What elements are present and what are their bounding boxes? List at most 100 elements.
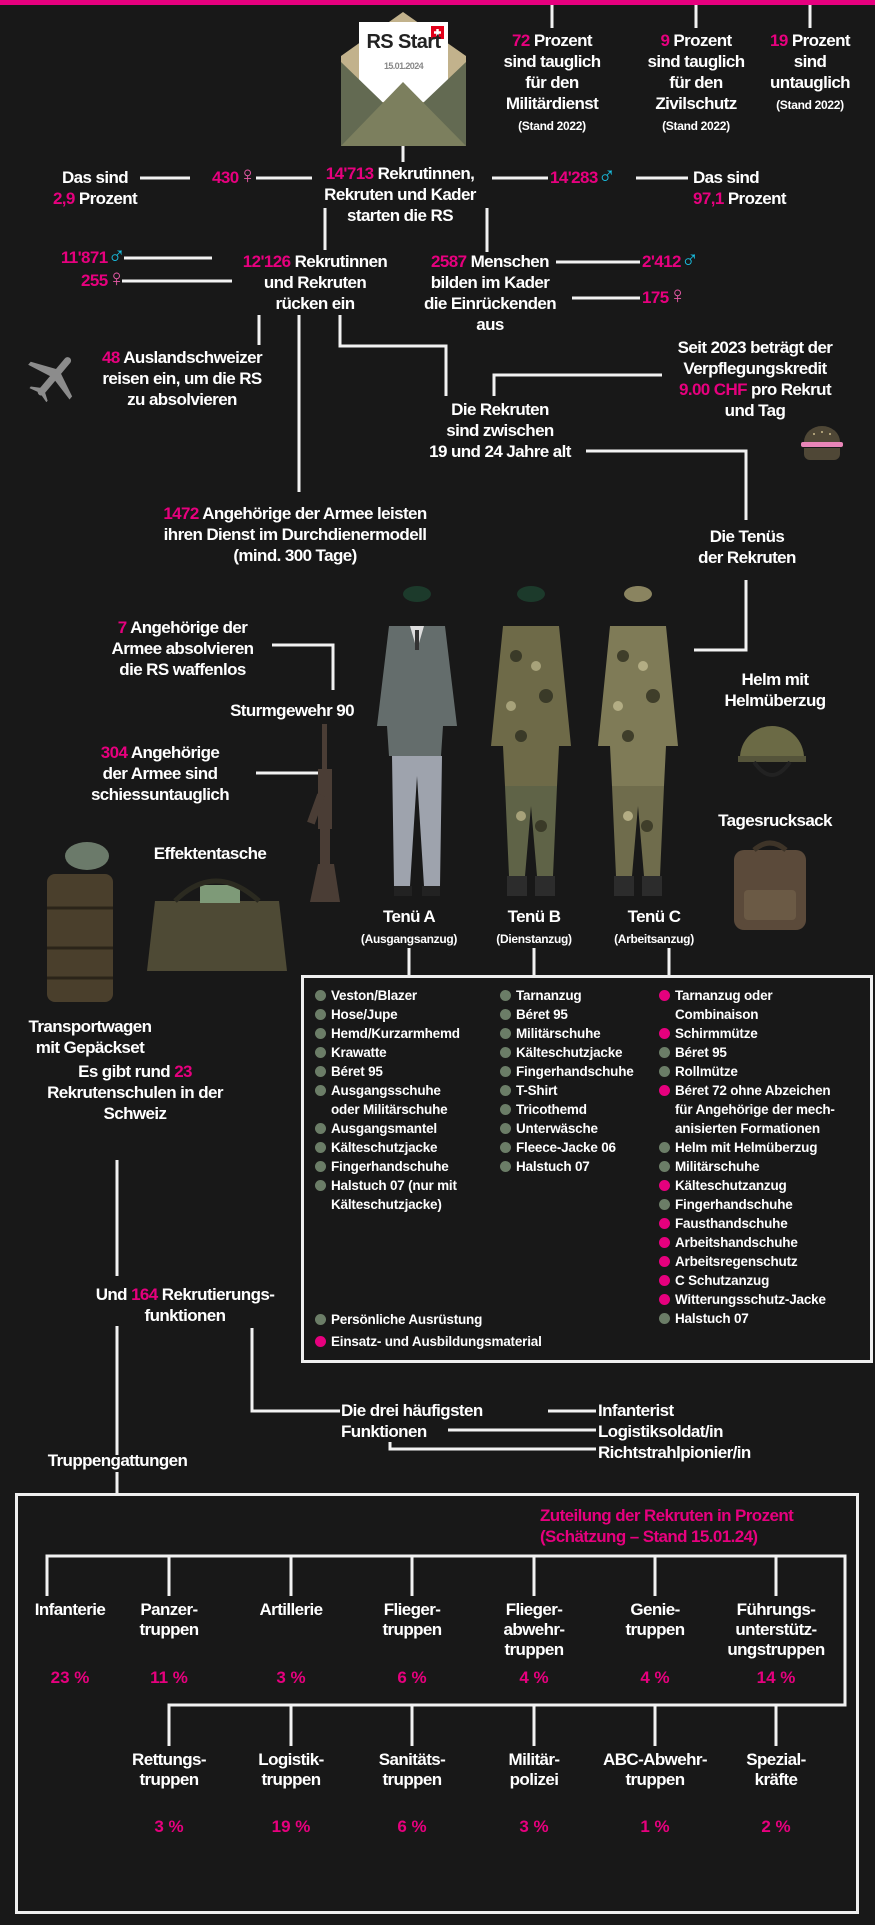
bullet-dot-personal bbox=[659, 1066, 670, 1077]
equipment-item: Béret 95 bbox=[500, 1005, 568, 1024]
envelope-title: RS Start bbox=[366, 31, 441, 53]
recruits-men: 11'871♂ bbox=[60, 242, 126, 269]
equipment-item-text: Hose/Jupe bbox=[331, 1007, 398, 1022]
bullet-dot-material bbox=[659, 1085, 670, 1096]
troop-type-percent: 1 % bbox=[640, 1817, 670, 1836]
allocation-box bbox=[15, 1493, 859, 1914]
troop-type-label: Logistik- truppen bbox=[258, 1750, 324, 1789]
troop-type-label: Infanterie bbox=[34, 1600, 106, 1619]
troop-type-percent: 6 % bbox=[397, 1668, 427, 1687]
daypack-label: Tagesrucksack bbox=[718, 811, 832, 830]
equipment-item-text: C Schutzanzug bbox=[675, 1273, 770, 1288]
bullet-dot-material bbox=[659, 1237, 670, 1248]
troop-type-percent: 3 % bbox=[154, 1817, 184, 1836]
equipment-item-text: Arbeitshandschuhe bbox=[675, 1235, 798, 1250]
bullet-dot-personal bbox=[315, 990, 326, 1001]
stat-text: für den bbox=[525, 73, 579, 92]
troop-type-label: Flieger- truppen bbox=[382, 1600, 442, 1639]
equipment-item: Fausthandschuhe bbox=[659, 1214, 788, 1233]
bullet-dot-personal bbox=[659, 1142, 670, 1153]
tenue-label: Tenü B(Dienstanzug) bbox=[474, 906, 594, 948]
equipment-item-text: Tricothemd bbox=[516, 1102, 587, 1117]
troop-type-percent: 11 % bbox=[150, 1668, 188, 1687]
bullet-dot-personal bbox=[500, 1123, 511, 1134]
equipment-item-text: Veston/Blazer bbox=[331, 988, 417, 1003]
stat-number: 9 bbox=[660, 31, 670, 50]
functions-count: Und 164 Rekrutierungs-funktionen bbox=[95, 1285, 275, 1325]
stat-text: Militärdienst bbox=[505, 94, 599, 113]
soldier-tenue-a bbox=[377, 586, 457, 896]
legend-personal: Persönliche Ausrüstung bbox=[315, 1310, 482, 1329]
equipment-item-text: Tarnanzug oder Combinaison bbox=[675, 988, 773, 1022]
bullet-dot-material bbox=[659, 1256, 670, 1267]
equipment-item: Ausgangsmantel bbox=[315, 1119, 437, 1138]
equipment-item: Kälteschutzjacke bbox=[500, 1043, 623, 1062]
tenue-subtitle: (Dienstanzug) bbox=[496, 932, 572, 946]
burger-icon bbox=[801, 426, 843, 460]
stat-text: Prozent bbox=[533, 31, 593, 50]
top3-item: Richtstrahlpionier/in bbox=[598, 1443, 751, 1462]
equipment-item: Arbeitsregenschutz bbox=[659, 1252, 798, 1271]
equipment-item-text: Béret 72 ohne Abzeichen für Angehörige d… bbox=[675, 1083, 835, 1136]
troop-type-label: Flieger- abwehr- truppen bbox=[503, 1600, 566, 1659]
equipment-item: Béret 72 ohne Abzeichen für Angehörige d… bbox=[659, 1081, 835, 1138]
equipment-item-text: Béret 95 bbox=[516, 1007, 568, 1022]
equipment-item-text: Halstuch 07 bbox=[516, 1159, 590, 1174]
stat-number: 19 bbox=[770, 31, 788, 50]
troop-type-percent: 3 % bbox=[276, 1668, 306, 1687]
equipment-item-text: Arbeitsregenschutz bbox=[675, 1254, 798, 1269]
truppen-label: Truppengattungen bbox=[47, 1451, 188, 1470]
bullet-dot-personal bbox=[315, 1123, 326, 1134]
equipment-item: Béret 95 bbox=[315, 1062, 383, 1081]
equipment-item-text: Witterungsschutz-Jacke bbox=[675, 1292, 826, 1307]
bag-label: Effektentasche bbox=[153, 844, 267, 863]
troop-type-label: Rettungs- truppen bbox=[132, 1750, 207, 1789]
equipment-item: Ausgangsschuhe oder Militärschuhe bbox=[315, 1081, 448, 1119]
troop-type-percent: 14 % bbox=[756, 1668, 796, 1687]
equipment-item-text: Rollmütze bbox=[675, 1064, 738, 1079]
equipment-item-text: Fausthandschuhe bbox=[675, 1216, 788, 1231]
equipment-item-text: Kälteschutzjacke bbox=[516, 1045, 623, 1060]
troop-type-percent: 2 % bbox=[761, 1817, 791, 1836]
female-icon: ♀ bbox=[238, 162, 257, 189]
tenue-name: Tenü C bbox=[627, 907, 681, 926]
female-icon: ♀ bbox=[668, 282, 687, 309]
equipment-item-text: T-Shirt bbox=[516, 1083, 558, 1098]
equipment-item: Krawatte bbox=[315, 1043, 387, 1062]
female-icon: ♀ bbox=[107, 265, 126, 292]
equipment-item-text: Kälteschutzanzug bbox=[675, 1178, 787, 1193]
troop-type-label: Führungs- unterstütz- ungstruppen bbox=[727, 1600, 825, 1659]
top3-item: Infanterist bbox=[598, 1401, 674, 1420]
equipment-item-text: Halstuch 07 (nur mit Kälteschutzjacke) bbox=[331, 1178, 457, 1212]
equipment-item: Helm mit Helmüberzug bbox=[659, 1138, 817, 1157]
equipment-item-text: Fingerhandschuhe bbox=[331, 1159, 449, 1174]
equipment-item: Tricothemd bbox=[500, 1100, 587, 1119]
stat-text: Prozent bbox=[791, 31, 851, 50]
troop-type-percent: 19 % bbox=[271, 1817, 311, 1836]
bullet-dot-personal bbox=[500, 1028, 511, 1039]
rifle-label: Sturmgewehr 90 bbox=[230, 701, 354, 720]
equipment-item-text: Unterwäsche bbox=[516, 1121, 598, 1136]
bullet-dot-personal bbox=[500, 1066, 511, 1077]
bullet-dot-personal bbox=[315, 1028, 326, 1039]
equipment-item: Veston/Blazer bbox=[315, 986, 417, 1005]
equipment-item: Hose/Jupe bbox=[315, 1005, 398, 1024]
equipment-item: Rollmütze bbox=[659, 1062, 738, 1081]
equipment-list-box bbox=[301, 975, 873, 1363]
tenue-name: Tenü A bbox=[382, 907, 436, 926]
equipment-item: C Schutzanzug bbox=[659, 1271, 769, 1290]
bullet-dot-personal bbox=[315, 1161, 326, 1172]
bullet-dot-personal bbox=[500, 1009, 511, 1020]
top3-item: Logistiksoldat/in bbox=[598, 1422, 723, 1441]
bullet-dot-material bbox=[659, 1180, 670, 1191]
women-total: 430♀ bbox=[212, 162, 257, 189]
